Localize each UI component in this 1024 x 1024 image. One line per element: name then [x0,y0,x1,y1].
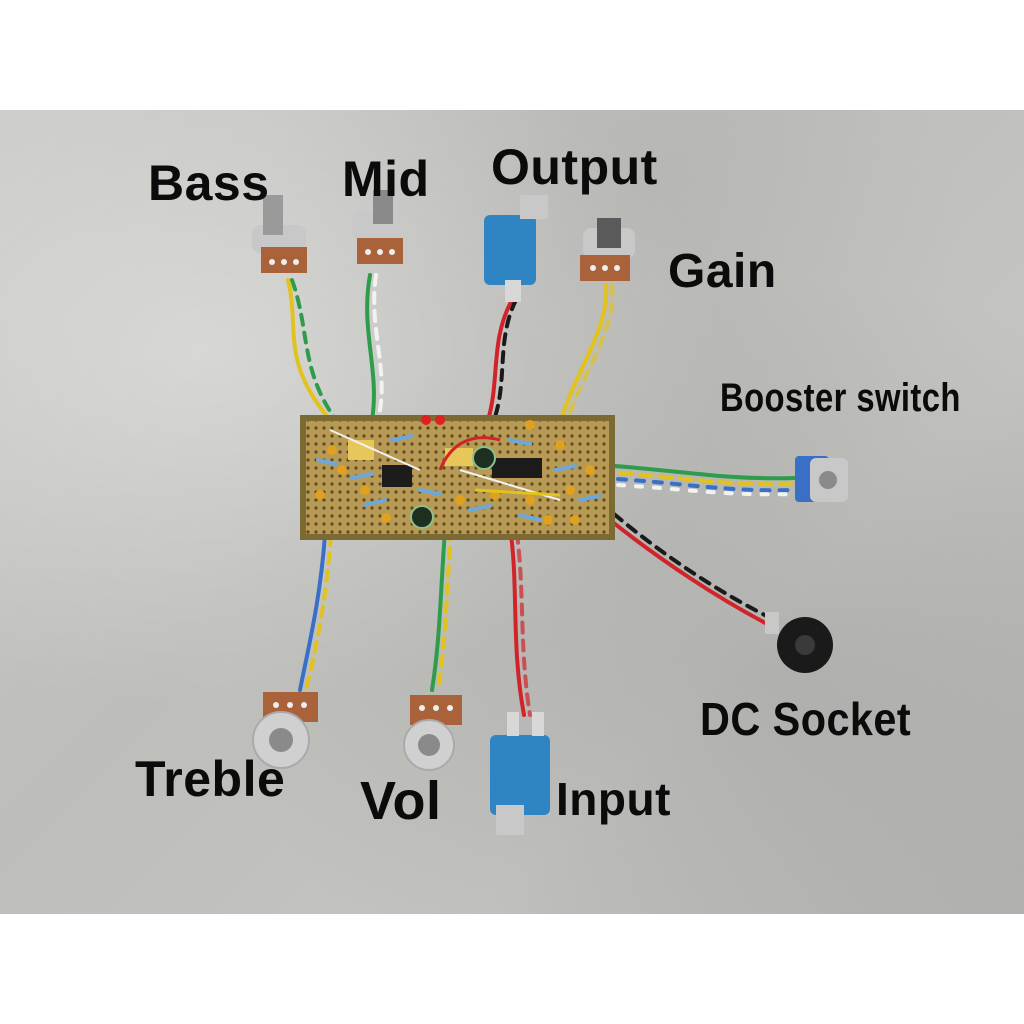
wire-booster [598,463,797,497]
label-gain: Gain [668,245,777,298]
gain-potentiometer[interactable] [580,218,635,281]
dc-socket[interactable] [765,612,833,673]
wire-dc [608,512,781,630]
output-jack[interactable] [484,195,548,302]
label-vol: Vol [360,771,442,831]
ic-chip [492,458,542,478]
wire-mid [365,273,384,422]
label-mid: Mid [342,151,430,207]
wire-vol [430,528,453,692]
label-output: Output [491,139,658,195]
label-treble: Treble [135,751,286,807]
wire-treble [298,533,333,692]
wire-bass [286,278,338,422]
ic-chip [382,465,412,487]
input-jack[interactable] [490,712,550,835]
perfboard [300,415,615,540]
mid-potentiometer[interactable] [352,190,404,264]
wire-input [506,513,532,717]
label-input: Input [556,773,671,825]
electrolytic-capacitor [410,505,434,529]
electrolytic-capacitor [472,446,496,470]
vol-potentiometer[interactable] [403,695,462,771]
wire-gain [558,283,615,427]
wire-output [486,298,518,422]
label-dc-socket: DC Socket [700,693,912,745]
bass-potentiometer[interactable] [252,195,307,273]
label-bass: Bass [148,155,270,211]
treble-potentiometer[interactable] [252,692,318,769]
label-booster-switch: Booster switch [720,376,961,420]
booster-switch[interactable] [795,456,848,502]
